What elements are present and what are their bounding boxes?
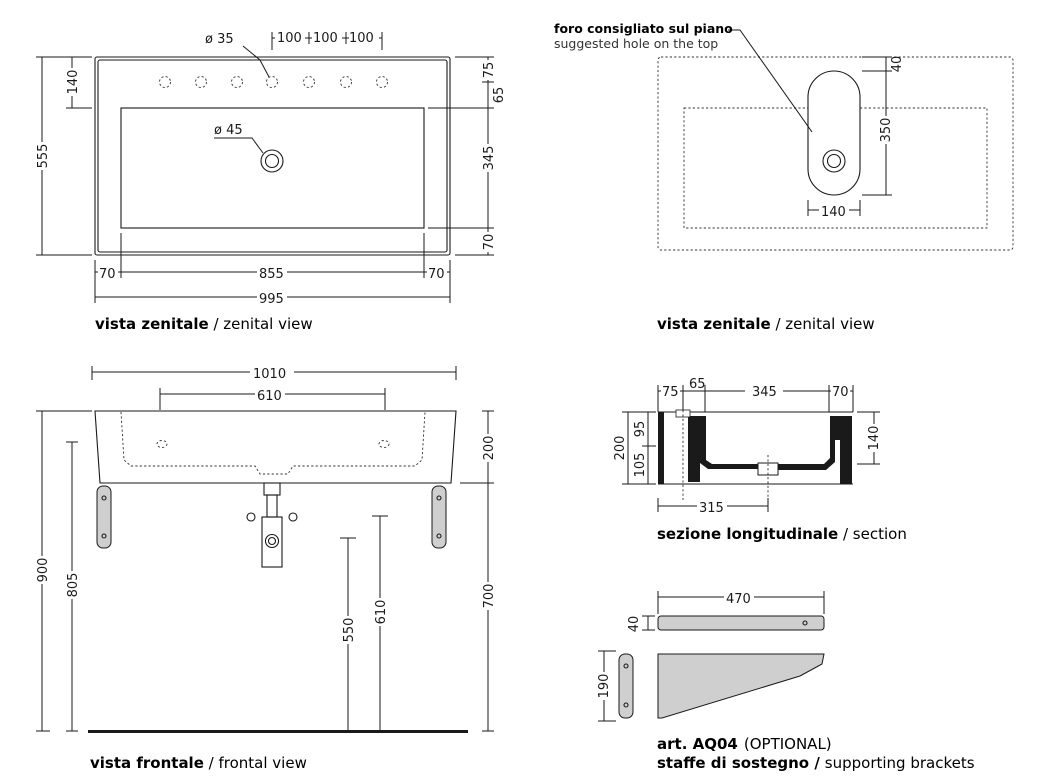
dim-hole-width: 140 (821, 205, 846, 220)
basin-rim-inner (97, 59, 448, 253)
caption-zenital-right: vista zenitale / zenital view (657, 315, 875, 333)
dim-bracket-thickness: 40 (627, 616, 642, 633)
caption-frontal: vista frontale / frontal view (90, 754, 307, 772)
dim-spacing-1: 100 (277, 31, 302, 46)
dim-top-offset: 40 (890, 56, 905, 73)
dim-spacing-3: 100 (349, 31, 374, 46)
dim-waste-610: 610 (374, 600, 389, 625)
section-view: 75 65 345 70 200 95 105 140 315 (612, 377, 882, 516)
tap-hole-2 (195, 76, 207, 88)
zenital-view-basin: ø 35 ø 45 100 100 100 555 140 75 65 345 … (35, 28, 507, 307)
caption-section: sezione longitudinale / section (657, 525, 907, 543)
frontal-view: 1010 610 9 (35, 364, 497, 733)
dim-front-width: 1010 (253, 367, 286, 382)
dim-bottom-basin: 855 (259, 267, 284, 282)
tap-hole-3 (231, 76, 243, 88)
bracket-top-view (657, 615, 825, 631)
brackets-view: 470 40 190 (596, 589, 825, 722)
dim-spacing-2: 100 (313, 31, 338, 46)
section-profile-filled (658, 412, 664, 484)
dim-right-bottom: 70 (482, 234, 497, 251)
dim-sec-70: 70 (832, 385, 849, 400)
dim-drain-diameter: ø 45 (214, 123, 243, 138)
note-suggested-hole-en: suggested hole on the top (554, 36, 718, 51)
front-bracket-right (431, 485, 447, 549)
dim-front-height: 900 (36, 558, 51, 583)
hole-drain-inner (826, 153, 842, 169)
drain-hole-outer (260, 149, 284, 173)
dim-bracket-height: 190 (597, 674, 612, 699)
dim-hole-length: 350 (879, 118, 894, 143)
basin-bowl (120, 107, 425, 229)
dim-left-total: 555 (36, 144, 51, 169)
note-suggested-hole: foro consigliato sul piano (554, 21, 733, 36)
front-bracket-left (96, 485, 112, 549)
tap-hole-6 (340, 76, 352, 88)
dim-bottom-right: 70 (428, 267, 445, 282)
dim-bracket-length: 470 (726, 592, 751, 607)
zenital-view-hole: foro consigliato sul piano suggested hol… (554, 21, 1014, 251)
dim-sec-65: 65 (689, 377, 706, 392)
tap-hole-7 (376, 76, 388, 88)
dim-front-top: 200 (482, 436, 497, 461)
dim-sec-75: 75 (662, 385, 679, 400)
dim-right-gap: 65 (492, 87, 507, 104)
dim-front-700: 700 (482, 584, 497, 609)
waste-trap (246, 482, 298, 568)
caption-brackets: staffe di sostegno /supporting brackets (657, 754, 975, 772)
bracket-front-view (618, 653, 634, 719)
dim-right-basin: 345 (482, 146, 497, 171)
hole-drain-outer (822, 149, 846, 173)
dim-sec-95: 95 (633, 421, 648, 438)
tap-hole-1 (159, 76, 171, 88)
dim-hole-diameter: ø 35 (205, 32, 234, 47)
bracket-side-view (657, 653, 825, 719)
dim-waste-550: 550 (342, 618, 357, 643)
suggested-hole (807, 70, 861, 196)
dim-sec-345: 345 (752, 385, 777, 400)
dim-sec-105: 105 (633, 453, 648, 478)
dim-bottom-left: 70 (99, 267, 116, 282)
tap-hole-5 (303, 76, 315, 88)
floor-line (88, 730, 468, 733)
dim-sec-140: 140 (867, 426, 882, 451)
dim-total-width: 995 (259, 292, 284, 307)
dim-sec-315: 315 (699, 501, 724, 516)
dim-bracket-spacing: 610 (257, 389, 282, 404)
dim-sec-200: 200 (613, 436, 628, 461)
drain-hole-inner (264, 153, 280, 169)
caption-zenital-left: vista zenitale / zenital view (95, 315, 313, 333)
tap-hole-4 (266, 76, 278, 88)
basin-front-outline (94, 410, 457, 484)
dim-left-top: 140 (66, 70, 81, 95)
dim-front-inner: 805 (66, 573, 81, 598)
dim-right-top: 75 (482, 62, 497, 79)
caption-bracket-article: art. AQ04(OPTIONAL) (657, 735, 832, 753)
tap-holes (159, 76, 388, 88)
basin-outline (94, 56, 451, 256)
